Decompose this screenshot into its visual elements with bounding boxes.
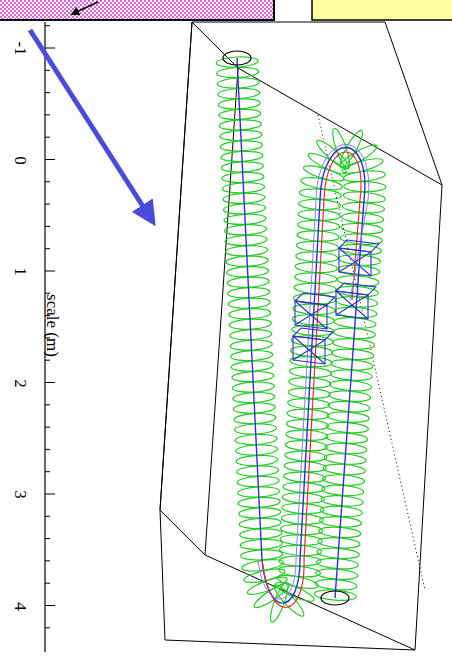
dotted-line — [318, 115, 425, 590]
beam-envelope — [262, 152, 361, 607]
callout-box — [0, 0, 274, 20]
tick-label: 1 — [12, 267, 29, 276]
tick-label: 3 — [12, 490, 29, 499]
tick-label: 0 — [12, 156, 29, 165]
quadrupole-magnets — [293, 240, 379, 364]
callout-box — [312, 0, 452, 20]
tick-label: 4 — [12, 602, 29, 611]
pointer-arrow — [30, 30, 153, 222]
tick-label: 2 — [12, 379, 29, 388]
coil-windings — [216, 56, 386, 624]
wireframe-box — [160, 22, 442, 650]
pointer-arrow — [72, 2, 98, 14]
axis-title: scale (m) — [44, 294, 61, 357]
beam-envelope — [258, 145, 369, 600]
beam-path — [237, 58, 365, 603]
tick-label: -1 — [11, 41, 28, 55]
